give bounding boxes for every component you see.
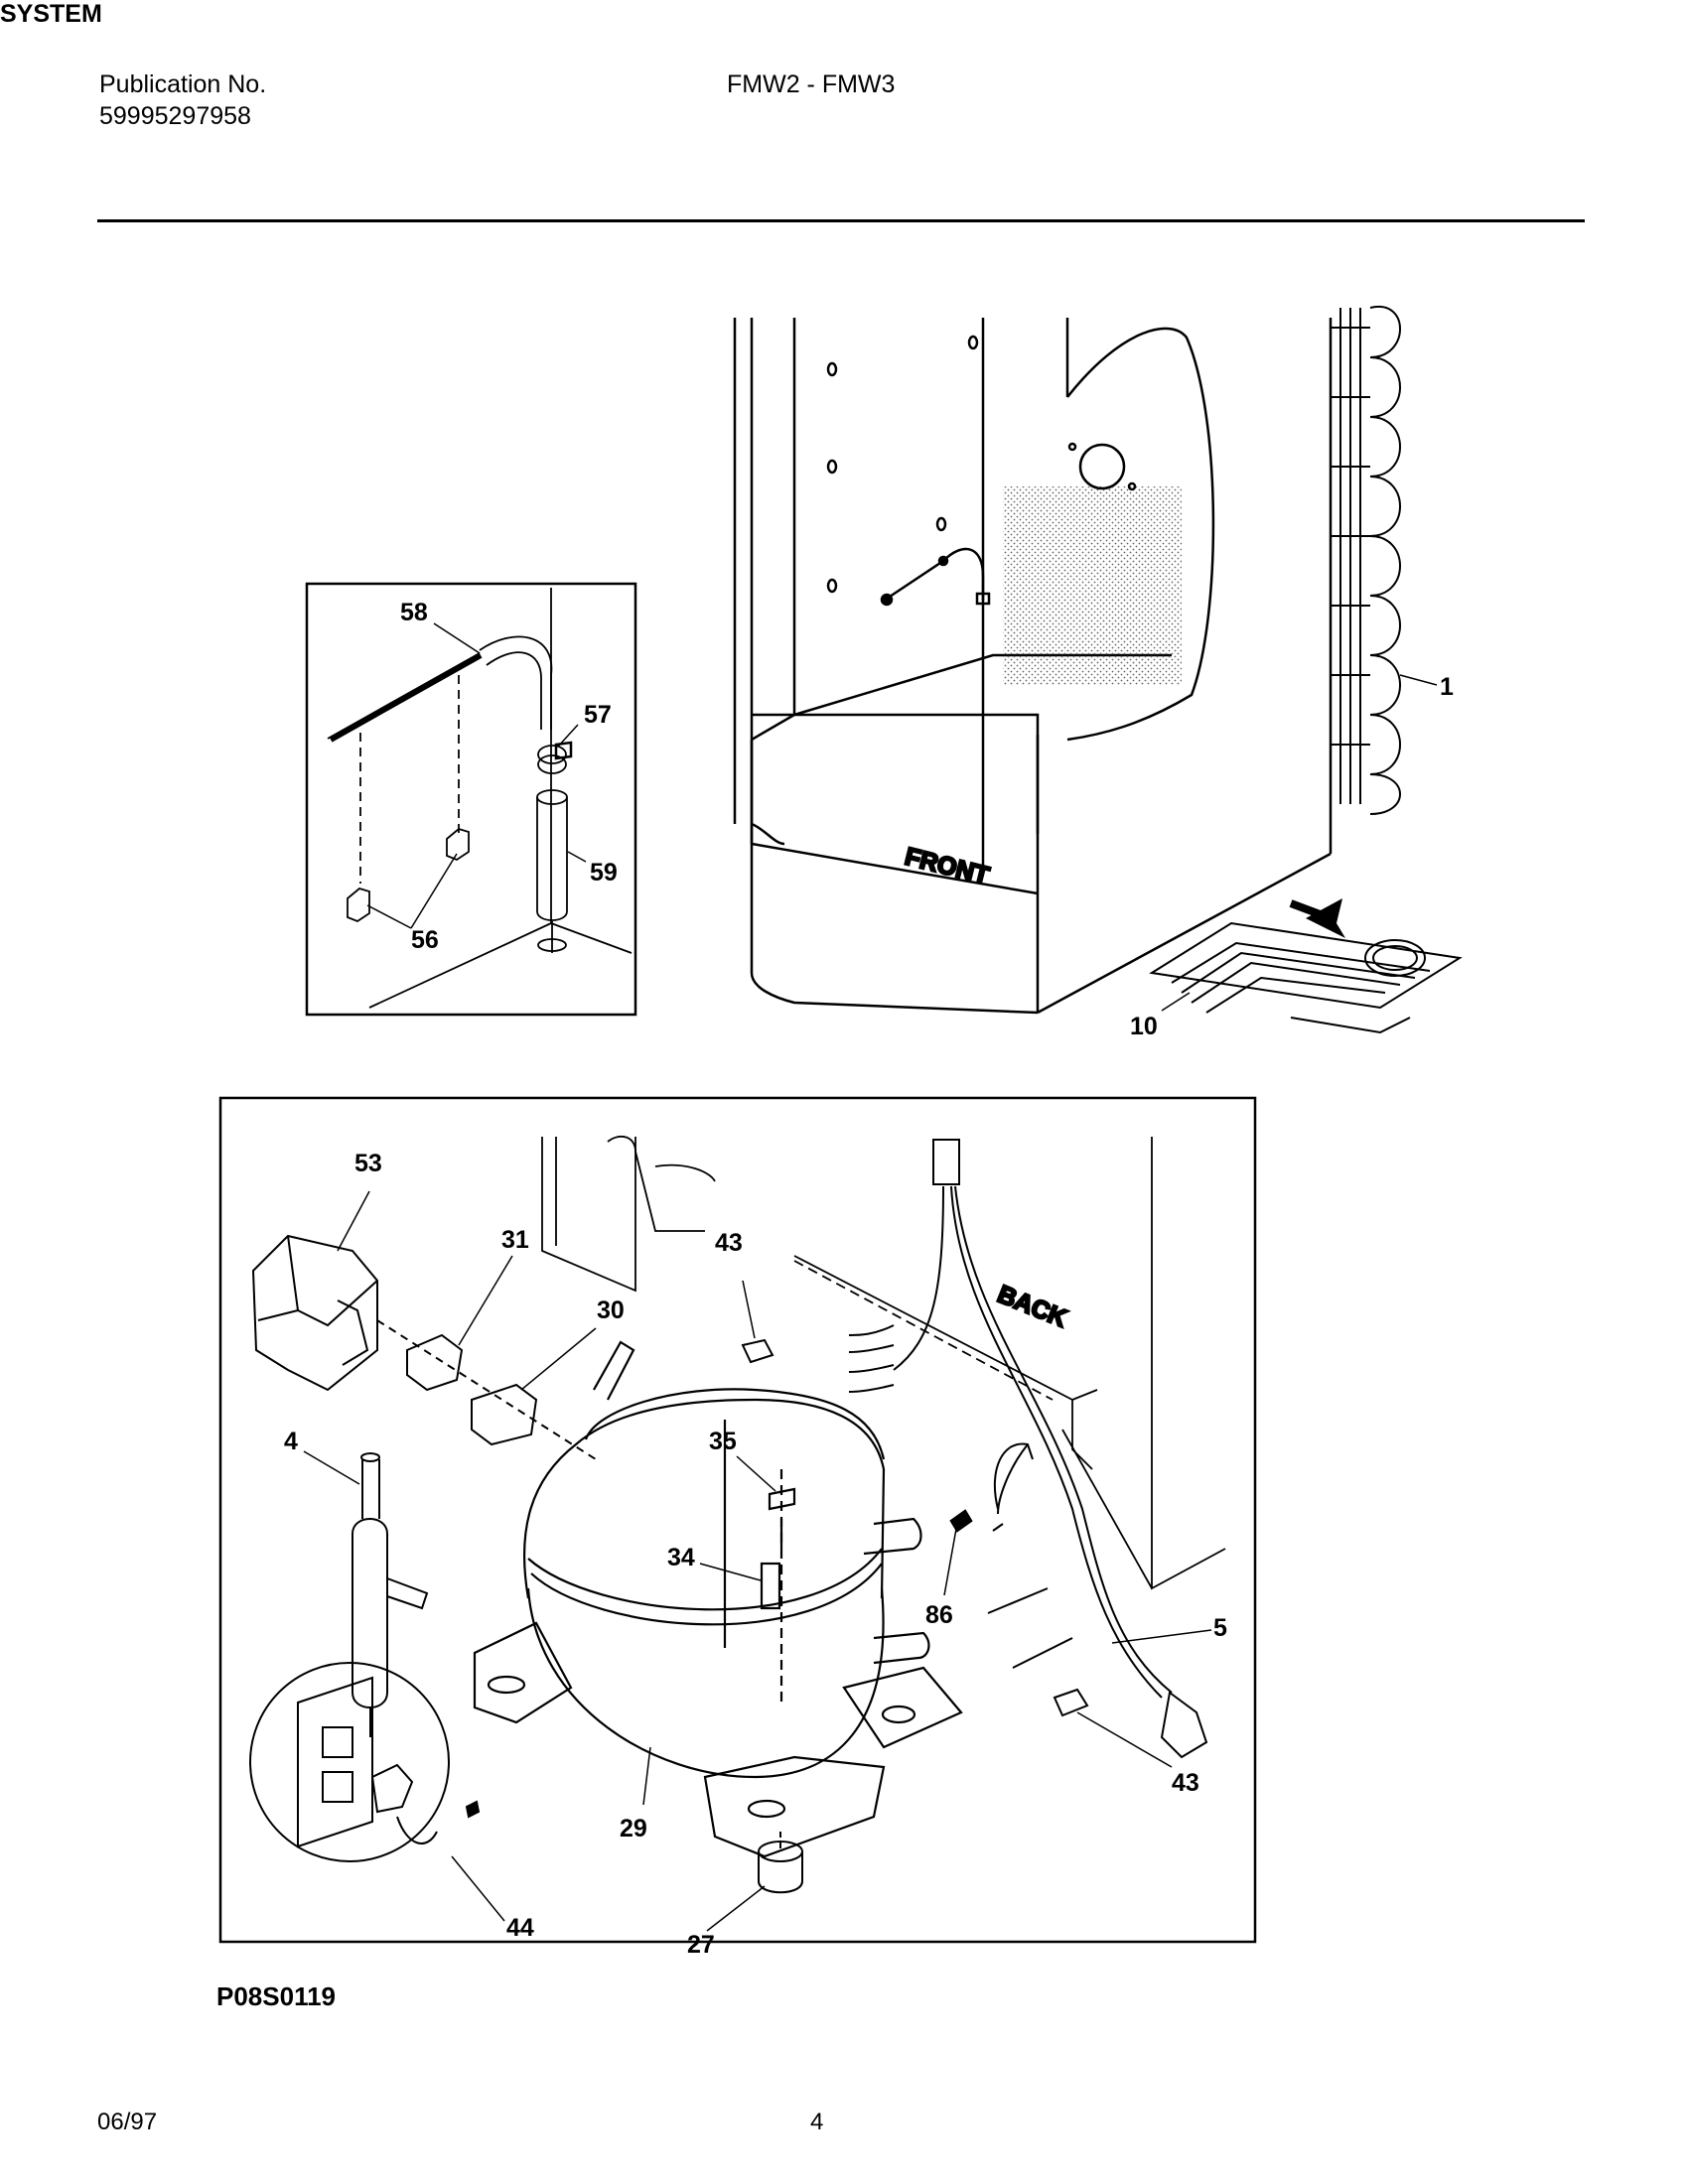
drier-part: [352, 1452, 429, 1737]
front-label: FRONT: [903, 843, 992, 890]
callout-43-lower: 43: [1172, 1769, 1199, 1797]
callout-31: 31: [501, 1226, 529, 1254]
callout-1: 1: [1440, 673, 1454, 701]
callout-30: 30: [597, 1297, 625, 1324]
condenser-callout: [1161, 674, 1438, 1012]
clip-43-lower: [1053, 1688, 1089, 1717]
callout-4: 4: [284, 1428, 298, 1455]
callout-43-upper: 43: [715, 1229, 743, 1257]
callout-57: 57: [584, 701, 612, 729]
callout-5: 5: [1213, 1614, 1227, 1642]
page-number: 4: [810, 2109, 824, 2135]
back-label: BACK: [994, 1281, 1070, 1333]
ground-screw: [949, 1509, 973, 1533]
callout-56: 56: [411, 926, 439, 954]
callout-29: 29: [620, 1815, 647, 1843]
callout-86: 86: [925, 1601, 953, 1629]
header-rule: [97, 219, 1585, 222]
publication-number: 59995297958: [99, 102, 251, 130]
callout-59: 59: [590, 859, 618, 887]
callout-35: 35: [709, 1428, 737, 1455]
drain-inset-detail: [305, 582, 637, 1017]
compressor-panel: BACK: [218, 1096, 1257, 1944]
callout-58: 58: [400, 599, 428, 626]
footer-date: 06/97: [97, 2109, 158, 2135]
panel-callout-lines: [303, 1190, 1212, 1932]
callout-34: 34: [667, 1544, 695, 1571]
callout-27: 27: [687, 1931, 715, 1959]
inset-callout-lines: [366, 622, 587, 929]
section-title: SYSTEM: [0, 0, 102, 28]
clip-43-upper: [741, 1338, 774, 1364]
relay-assembly: [251, 1234, 597, 1460]
figure-code: P08S0119: [216, 1981, 337, 2011]
callout-10: 10: [1130, 1013, 1158, 1040]
wall-outlet-detail: [249, 1662, 481, 1862]
callout-44: 44: [506, 1914, 534, 1942]
grommet-part: [758, 1832, 803, 1894]
callout-53: 53: [354, 1150, 382, 1177]
cabinet-illustration: FRONT: [733, 305, 1463, 1034]
publication-label: Publication No.: [99, 70, 267, 98]
compressor-body: [473, 1340, 963, 1858]
model-range: FMW2 - FMW3: [727, 70, 896, 98]
power-cord: [848, 1139, 1208, 1759]
